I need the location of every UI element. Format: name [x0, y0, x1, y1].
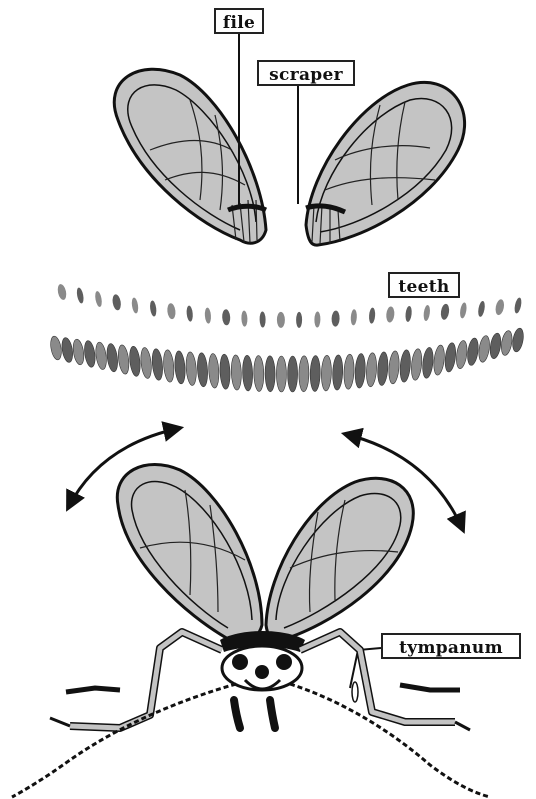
- right-forewing: [306, 82, 465, 245]
- tooth: [369, 307, 376, 323]
- tooth: [219, 354, 231, 389]
- tooth: [432, 345, 445, 376]
- tooth: [277, 312, 285, 328]
- tooth: [455, 340, 469, 369]
- tooth: [265, 356, 275, 392]
- tooth: [410, 348, 423, 380]
- tooth: [299, 356, 309, 392]
- tooth: [321, 355, 332, 391]
- tooth: [162, 349, 175, 382]
- tooth: [56, 283, 67, 300]
- tooth: [186, 305, 193, 321]
- tooth: [72, 338, 86, 365]
- tooth: [296, 312, 302, 328]
- tooth: [149, 300, 157, 317]
- tooth: [167, 303, 177, 320]
- tooth: [310, 355, 321, 391]
- tympanum-label: tympanum: [381, 633, 521, 659]
- tooth: [466, 337, 480, 366]
- tympanum-mark: [352, 682, 358, 702]
- tooth: [208, 353, 220, 388]
- tooth: [421, 347, 434, 379]
- tooth: [76, 287, 85, 304]
- tooth: [49, 335, 63, 360]
- tooth: [105, 343, 119, 372]
- left-antenna: [12, 684, 236, 797]
- tooth: [174, 351, 187, 385]
- tooth: [253, 355, 264, 391]
- tooth: [377, 352, 389, 386]
- tooth: [500, 330, 514, 356]
- tooth: [60, 337, 74, 363]
- tooth: [354, 353, 366, 388]
- tooth: [231, 355, 242, 391]
- tooth: [314, 311, 320, 327]
- tooth: [222, 309, 231, 325]
- tooth: [440, 303, 450, 320]
- tooth: [151, 348, 164, 380]
- tooth: [459, 302, 467, 319]
- tooth: [94, 291, 103, 308]
- tooth: [94, 341, 108, 370]
- right-antenna: [290, 684, 490, 797]
- tooth: [350, 309, 357, 325]
- tooth: [196, 353, 208, 388]
- tooth: [399, 349, 412, 382]
- tooth: [489, 332, 503, 359]
- tooth: [288, 356, 298, 392]
- tooth: [131, 297, 139, 314]
- tooth: [388, 351, 401, 385]
- tooth: [83, 340, 97, 368]
- tooth: [477, 335, 491, 363]
- tooth: [511, 327, 525, 352]
- tooth: [204, 307, 211, 323]
- cricket-body: [220, 631, 305, 728]
- file-teeth: [49, 283, 525, 392]
- left-forewing: [114, 69, 266, 243]
- tooth: [343, 354, 355, 389]
- tooth: [241, 310, 248, 326]
- tooth: [259, 311, 265, 327]
- tooth: [444, 342, 458, 372]
- tooth: [242, 355, 253, 391]
- tooth: [513, 297, 522, 314]
- tooth: [139, 347, 152, 379]
- teeth-label: teeth: [388, 272, 460, 298]
- tooth: [477, 300, 486, 317]
- tooth: [111, 294, 121, 311]
- tooth: [423, 305, 431, 322]
- tooth: [128, 346, 141, 377]
- tooth: [494, 299, 505, 316]
- tooth: [331, 310, 340, 326]
- tooth: [405, 306, 413, 323]
- tooth: [185, 352, 197, 386]
- file-label: file: [214, 8, 264, 34]
- cricket-raised-wings: [117, 465, 413, 643]
- tooth: [276, 356, 286, 392]
- scraper-label: scraper: [257, 60, 355, 86]
- tooth: [117, 344, 131, 374]
- tooth: [386, 306, 395, 323]
- tooth: [365, 353, 377, 388]
- tooth: [332, 355, 343, 391]
